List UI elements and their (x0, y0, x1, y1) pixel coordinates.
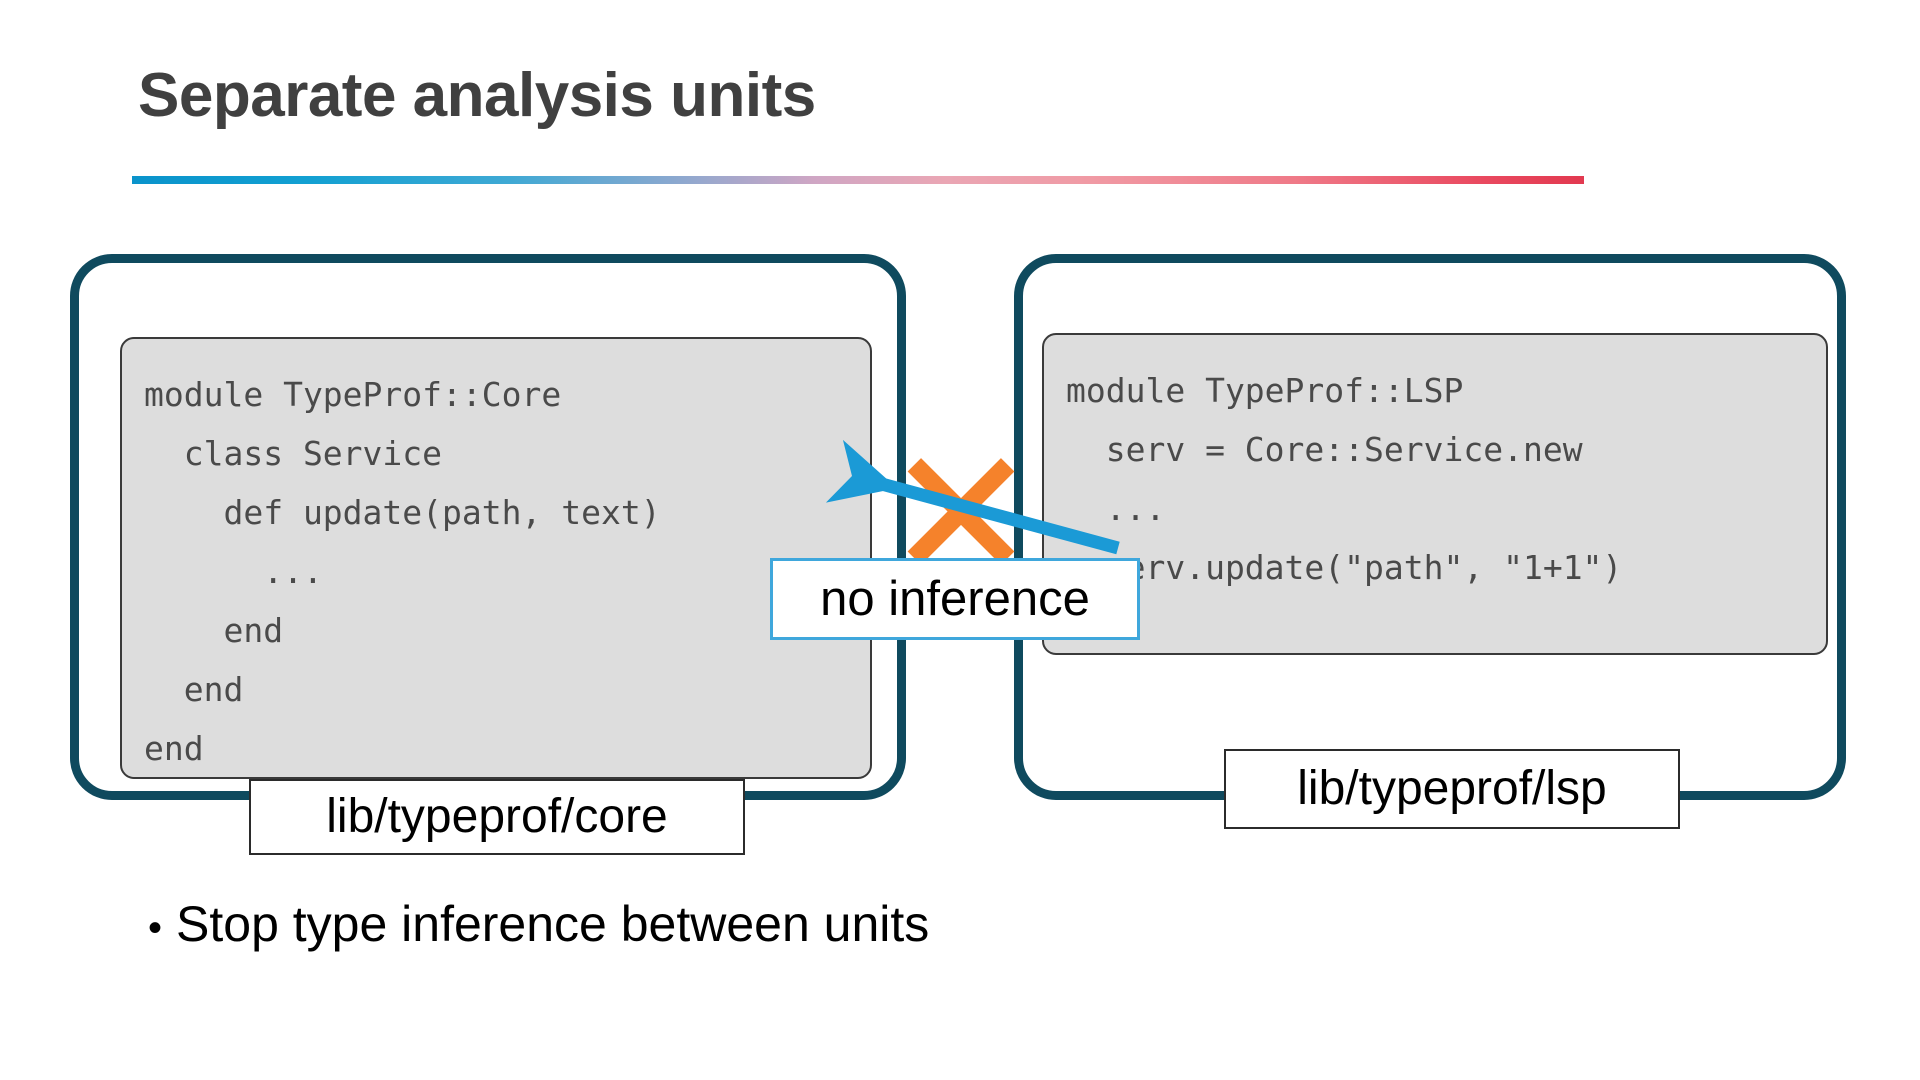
code-block-lsp: module TypeProf::LSP serv = Core::Servic… (1042, 333, 1828, 655)
callout-no-inference: no inference (770, 558, 1140, 640)
callout-no-inference-label: no inference (820, 572, 1090, 626)
path-label-core-text: lib/typeprof/core (326, 790, 668, 843)
code-block-core: module TypeProf::Core class Service def … (120, 337, 872, 779)
cross-stroke-b (907, 457, 1015, 565)
path-label-lsp: lib/typeprof/lsp (1224, 749, 1680, 829)
page-title: Separate analysis units (138, 61, 816, 130)
cross-mark-icon (900, 450, 1022, 572)
cross-stroke-a (907, 457, 1015, 565)
path-label-lsp-text: lib/typeprof/lsp (1297, 762, 1607, 815)
bullet-text: Stop type inference between units (176, 896, 930, 952)
title-underline-gradient (132, 176, 1584, 184)
path-label-core: lib/typeprof/core (249, 779, 745, 855)
bullet-marker-icon: • (148, 906, 163, 950)
bullet-item: • Stop type inference between units (148, 895, 929, 953)
